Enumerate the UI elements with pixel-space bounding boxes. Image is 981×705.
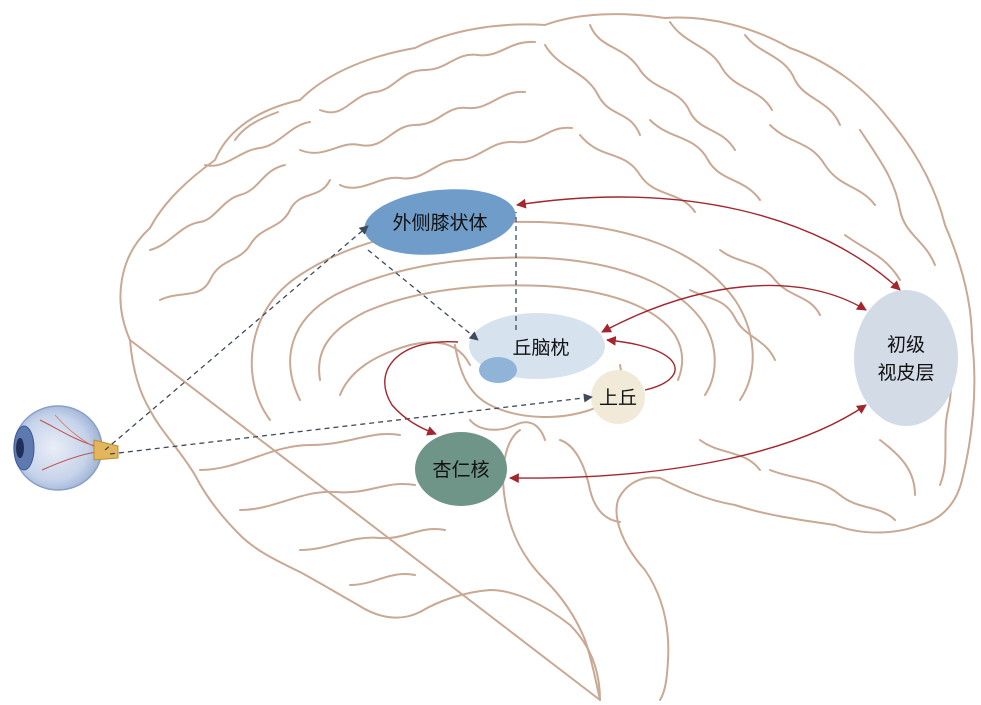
fornix xyxy=(339,341,471,396)
gyrus-parietal-3 xyxy=(769,124,876,206)
sc-label: 上丘 xyxy=(599,387,637,409)
eye-vessel-3 xyxy=(54,414,97,449)
pathway-lgn-v1 xyxy=(516,196,901,291)
gyrus-top-6 xyxy=(669,21,773,111)
gyrus-parietal-4 xyxy=(719,249,821,316)
pathway-eye-to-lgn xyxy=(104,225,369,451)
gyrus-occipital-2 xyxy=(844,234,901,281)
v1-label-line1: 初级 xyxy=(887,334,925,356)
v1-label-line2: 视皮层 xyxy=(877,362,934,384)
pathway-pulvinar-v1 xyxy=(601,284,867,333)
pathway-amygdala-v1 xyxy=(509,404,867,484)
gyrus-occipital-5 xyxy=(769,469,896,521)
gyrus-occipital-4 xyxy=(879,439,916,496)
pathway-eye-to-sc xyxy=(109,393,593,455)
lgn-label: 外侧膝状体 xyxy=(392,212,487,234)
temporal-lobe-4 xyxy=(349,573,416,586)
temporal-lobe-2 xyxy=(239,483,416,511)
gyrus-top-7 xyxy=(744,34,841,126)
node-primary-visual-cortex: 初级 视皮层 xyxy=(854,290,958,426)
temporal-lobe-3 xyxy=(299,528,446,551)
node-lgn: 外侧膝状体 xyxy=(364,189,516,255)
amygdala-label: 杏仁核 xyxy=(432,459,489,481)
gyrus-frontal-4 xyxy=(234,111,279,141)
pathway-sc-to-pulvinar xyxy=(606,335,676,391)
gyrus-frontal-1 xyxy=(159,179,331,301)
pathway-pulvinar-to-amygdala xyxy=(384,341,459,436)
gyrus-parietal-1 xyxy=(579,134,696,213)
gyrus-top-5 xyxy=(589,24,736,151)
gyrus-occipital-1 xyxy=(859,129,936,266)
temporal-lobe-1 xyxy=(199,433,401,471)
gyrus-parietal-2 xyxy=(649,119,761,201)
gyrus-occipital-6 xyxy=(699,439,761,471)
gyrus-top-4 xyxy=(544,44,641,136)
dashed-pathways xyxy=(104,212,593,455)
gyrus-frontal-2 xyxy=(149,164,286,251)
node-amygdala: 杏仁核 xyxy=(415,432,507,506)
amygdala-ellipse xyxy=(415,432,507,506)
eye-vessel-2 xyxy=(41,451,97,471)
eye-pupil xyxy=(16,438,24,458)
solid-pathways xyxy=(384,196,901,484)
pulvinar-inner-ellipse xyxy=(479,357,517,383)
node-superior-colliculus: 上丘 xyxy=(591,370,645,424)
lgn-ellipse xyxy=(364,189,516,255)
v1-ellipse xyxy=(854,290,958,426)
brainstem-back xyxy=(559,439,621,523)
gyrus-top-2 xyxy=(299,90,526,154)
pathway-lgn-to-pulvinar xyxy=(367,249,479,341)
gyrus-frontal-3 xyxy=(204,121,311,167)
gyrus-top-1 xyxy=(319,40,536,114)
node-pulvinar: 丘脑枕 xyxy=(469,313,605,383)
pulvinar-label: 丘脑枕 xyxy=(512,337,569,359)
gyrus-parietal-5 xyxy=(689,289,776,361)
gyrus-top-3 xyxy=(339,126,573,189)
eye-icon xyxy=(13,405,119,491)
